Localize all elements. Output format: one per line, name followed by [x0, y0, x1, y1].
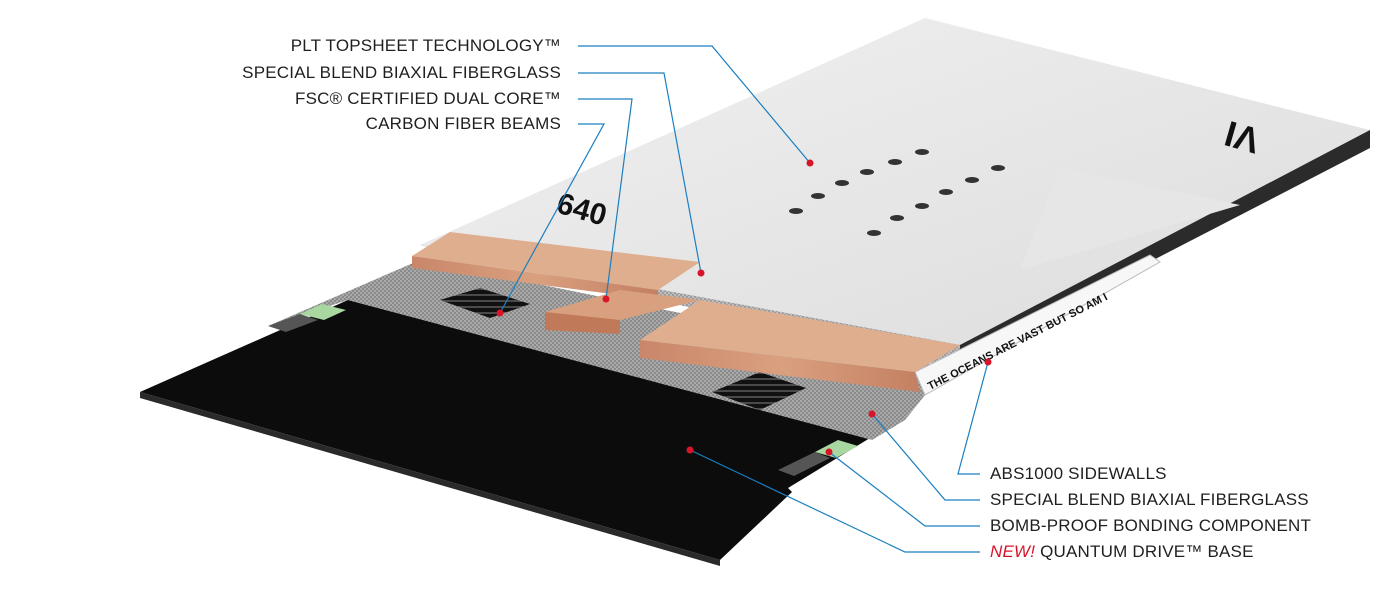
callout-biaxial-top-label: SPECIAL BLEND BIAXIAL FIBERGLASS: [242, 63, 561, 82]
callout-biaxial-top: SPECIAL BLEND BIAXIAL FIBERGLASS: [242, 63, 561, 83]
bonding-strip-top: [300, 304, 346, 320]
leader-lines: [496, 45, 992, 553]
core-block-right-top: [640, 300, 960, 372]
core-block-left-top: [412, 232, 700, 290]
marker-dot-biaxial-bottom: [868, 410, 876, 418]
callout-dual-core: FSC® CERTIFIED DUAL CORE™: [295, 89, 561, 109]
callout-plt-topsheet: PLT TOPSHEET TECHNOLOGY™: [291, 36, 561, 56]
callout-dual-core-label: FSC® CERTIFIED DUAL CORE™: [295, 89, 561, 108]
callout-biaxial-bottom-label: SPECIAL BLEND BIAXIAL FIBERGLASS: [990, 490, 1309, 509]
leader-line-biaxial-top: [578, 72, 702, 274]
bonding-tab-bottom: [778, 452, 830, 476]
new-badge-text: NEW!: [990, 542, 1036, 561]
insert-holes: [789, 149, 1005, 236]
callout-bonding-label: BOMB-PROOF BONDING COMPONENT: [990, 516, 1312, 535]
leader-line-bonding: [828, 451, 980, 527]
core-block-left-front: [412, 256, 658, 300]
callout-bonding: BOMB-PROOF BONDING COMPONENT: [990, 516, 1311, 536]
marker-dot-bonding: [825, 448, 833, 456]
marker-dot-abs-sidewalls: [984, 358, 992, 366]
callout-biaxial-bottom: SPECIAL BLEND BIAXIAL FIBERGLASS: [990, 490, 1309, 510]
dual-core: [412, 232, 960, 392]
callout-abs-sidewalls: ABS1000 SIDEWALLS: [990, 464, 1167, 484]
carbon-beam-1: [440, 288, 530, 318]
leader-line-abs-sidewalls: [957, 361, 989, 475]
core-block-right-front: [640, 340, 920, 392]
leader-line-plt-topsheet: [578, 45, 811, 164]
base-edge: [140, 392, 720, 566]
marker-dot-dual-core: [602, 295, 610, 303]
bonding-tab-top: [268, 314, 318, 332]
topsheet-texture: [1020, 168, 1240, 270]
base-layer: [140, 300, 870, 560]
abs-sidewall: [914, 254, 1161, 396]
marker-dot-plt-topsheet: [806, 159, 814, 167]
bonding-strip-bottom: [815, 440, 858, 458]
core-block-mid-top: [545, 290, 700, 320]
marker-dot-carbon-beams: [496, 309, 504, 317]
callout-carbon-beams: CARBON FIBER BEAMS: [366, 114, 561, 134]
carbon-beam-2: [712, 372, 806, 410]
callout-base: NEW! QUANTUM DRIVE™ BASE: [990, 542, 1254, 562]
leader-line-base: [689, 449, 980, 553]
callout-plt-topsheet-label: PLT TOPSHEET TECHNOLOGY™: [290, 36, 561, 55]
callout-base-label: QUANTUM DRIVE™ BASE: [1035, 542, 1254, 561]
callout-carbon-beams-label: CARBON FIBER BEAMS: [365, 114, 561, 133]
leader-line-dual-core: [578, 98, 633, 300]
leader-line-carbon-beams: [499, 123, 606, 314]
marker-dot-base: [686, 446, 694, 454]
callout-abs-sidewalls-label: ABS1000 SIDEWALLS: [990, 464, 1167, 483]
marker-dot-biaxial-top: [697, 269, 705, 277]
leader-line-biaxial-bottom: [871, 413, 980, 501]
